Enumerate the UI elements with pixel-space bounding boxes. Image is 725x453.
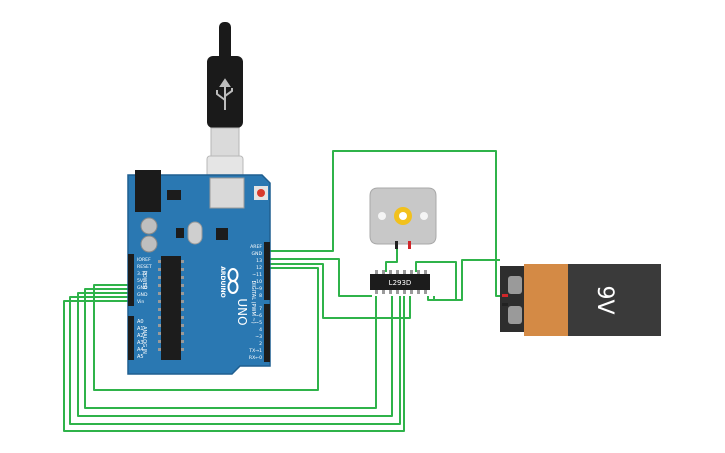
arduino-uno-board[interactable]: IOREF RESET 3.3V 5V GND GND Vin A0 A1 A2…	[127, 170, 271, 375]
motor-lead-red[interactable]	[408, 241, 411, 249]
battery-terminal-top	[508, 276, 522, 294]
wire-gnd-to-battery[interactable]	[266, 150, 502, 297]
power-pin-labels: IOREF RESET 3.3V 5V GND GND Vin	[137, 257, 152, 305]
pin-label-7: 7	[259, 306, 262, 312]
wire-driver-to-motor[interactable]	[415, 261, 457, 301]
wire-pin11[interactable]	[93, 267, 319, 391]
model-text: UNO	[235, 298, 249, 325]
motor-lead-black[interactable]	[395, 241, 398, 249]
pin-label-2: 2	[259, 341, 262, 347]
analog-pin-labels: A0 A1 A2 A3 A4 A5	[137, 319, 144, 360]
pin-label-rx: RX←0	[249, 355, 262, 361]
pin-label-gnd-3: GND	[251, 251, 262, 257]
driver-pins-bottom	[375, 290, 427, 294]
l293d-driver[interactable]: L293D	[370, 270, 430, 294]
usb-chip	[216, 228, 228, 240]
capacitor-1	[140, 217, 158, 235]
atmega-chip	[161, 256, 181, 360]
battery-body-label	[568, 264, 661, 336]
pin-label-a2: A2	[137, 333, 144, 339]
pin-label-tx: TX→1	[248, 348, 262, 354]
pin-label-vin: Vin	[137, 299, 144, 305]
battery-label: 9V	[592, 285, 617, 314]
pin-label-13: 13	[256, 258, 262, 264]
wire-5v[interactable]	[84, 288, 377, 409]
pin-label-gnd-1: GND	[137, 285, 148, 291]
atmega-pins	[158, 260, 184, 351]
pin-label-5: ~5	[255, 320, 262, 326]
battery-lead-red[interactable]	[502, 294, 508, 297]
wire-vin[interactable]	[63, 296, 405, 432]
driver-body	[370, 274, 430, 290]
arduino-logo-icon	[227, 268, 239, 294]
usb-cable-strain	[219, 22, 231, 64]
pin-label-10: ~10	[252, 279, 262, 285]
pin-label-a0: A0	[137, 319, 144, 325]
wire-gnd-b[interactable]	[69, 296, 401, 425]
usb-cable[interactable]	[206, 22, 244, 205]
usb-plug-metal	[210, 127, 240, 157]
digital-label: DIGITAL (PWM ~)	[250, 280, 256, 323]
pin-label-5v: 5V	[137, 278, 144, 284]
power-label: POWER	[141, 271, 147, 290]
digital-header-upper[interactable]	[264, 242, 270, 300]
brand-text: ARDUINO	[219, 266, 226, 297]
pin-label-8: 8	[259, 293, 262, 299]
driver-pins-top	[375, 270, 427, 274]
pin-label-6: ~6	[255, 313, 262, 319]
pin-label-aref: AREF	[250, 244, 262, 250]
pin-label-a5: A5	[137, 354, 144, 360]
dc-motor-icon	[369, 187, 437, 245]
dc-motor[interactable]	[369, 187, 437, 249]
pin-label-ioref: IOREF	[137, 257, 151, 263]
wire-pin12[interactable]	[266, 263, 411, 319]
wire-pin13[interactable]	[266, 258, 372, 297]
pin-label-a3: A3	[137, 340, 144, 346]
pin-label-4: 4	[259, 327, 262, 333]
usb-icon	[216, 78, 233, 110]
analog-header[interactable]	[128, 316, 134, 360]
pin-label-12: 12	[256, 265, 262, 271]
capacitor-2	[140, 235, 158, 253]
digital-pin-labels-upper: AREF GND 13 12 ~11 ~10 ~9 8	[250, 244, 262, 299]
wire-driver-to-battery[interactable]	[433, 259, 500, 301]
battery-9v[interactable]: 9V	[500, 264, 661, 336]
pin-label-9: ~9	[255, 286, 262, 292]
power-header[interactable]	[128, 254, 134, 306]
digital-pin-labels-lower: 7 ~6 ~5 4 ~3 2 TX→1 RX←0	[248, 306, 262, 361]
regulator	[167, 190, 181, 200]
pin-label-a4: A4	[137, 347, 144, 353]
wire-motor-to-driver[interactable]	[385, 245, 398, 272]
small-chip	[176, 228, 184, 238]
battery-body-orange	[524, 264, 568, 336]
pin-label-a1: A1	[137, 326, 144, 332]
wire-gnd-a[interactable]	[77, 292, 393, 417]
digital-header-lower[interactable]	[264, 304, 270, 362]
pin-label-3v3: 3.3V	[137, 271, 148, 277]
battery-terminal-bottom	[508, 306, 522, 324]
driver-label: L293D	[389, 279, 412, 287]
analog-label: ANALOG IN	[141, 326, 147, 354]
power-jack	[135, 170, 161, 212]
battery-lead-black[interactable]	[502, 303, 508, 306]
wires	[63, 150, 502, 432]
pin-label-reset: RESET	[137, 264, 152, 270]
reset-button-cap	[257, 189, 265, 197]
pin-label-gnd-2: GND	[137, 292, 148, 298]
pin-label-3: ~3	[255, 334, 262, 340]
pin-label-11: ~11	[252, 272, 262, 278]
usb-port	[209, 177, 245, 209]
crystal	[187, 221, 203, 245]
